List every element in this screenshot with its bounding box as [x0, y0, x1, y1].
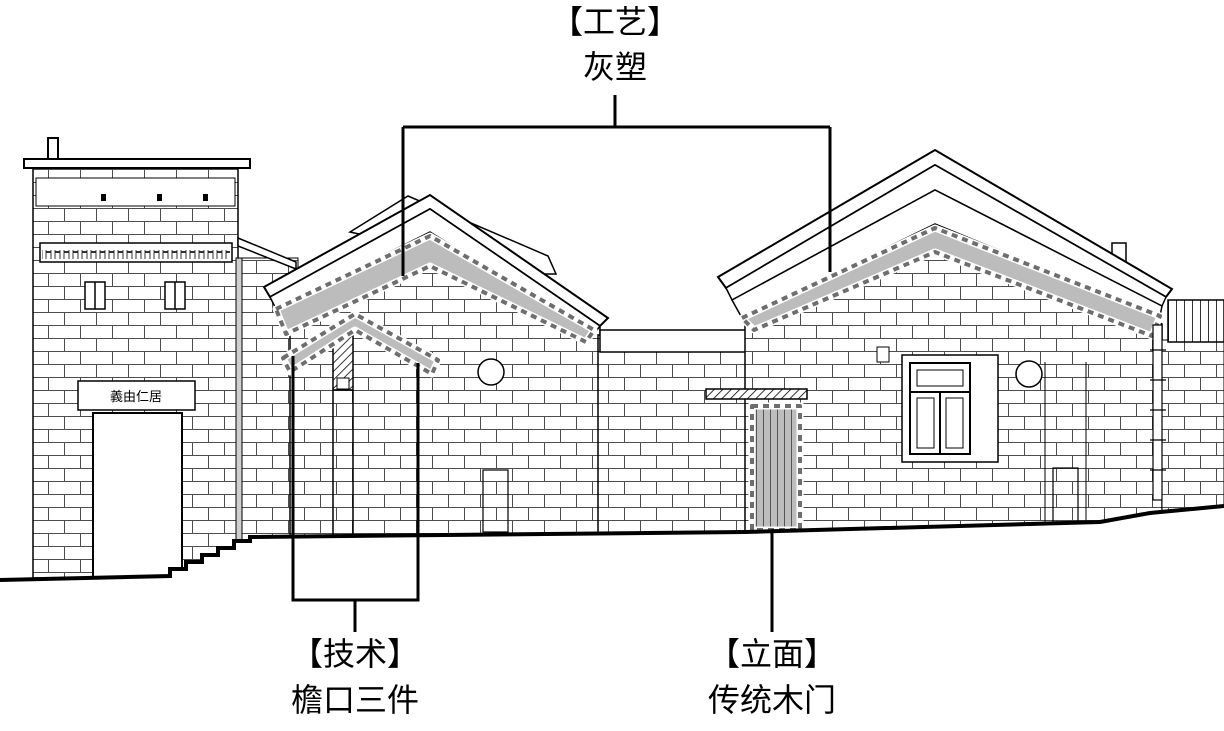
window-panes [916, 369, 964, 449]
tower-vent-marks [101, 194, 208, 201]
canopy-column-cap [336, 377, 350, 390]
tower-top-band [35, 177, 236, 207]
middle-wall [597, 334, 749, 536]
facade-item-label: 传统木门 [707, 681, 836, 719]
door-lintel [705, 388, 808, 400]
right-roof-tiles [1167, 299, 1224, 343]
tower-edge-strip [235, 257, 243, 541]
tower-cap [23, 158, 251, 169]
drainpipe [1152, 324, 1163, 501]
craft-leader-bracket [401, 95, 832, 276]
craft-category-label: 【工艺】 [550, 3, 679, 41]
tower-doorway [92, 412, 183, 579]
technique-category-label: 【技术】 [290, 635, 419, 673]
ground-mask [0, 506, 1224, 731]
middle-wall-coping [599, 329, 747, 353]
tower-vent-mark [203, 194, 208, 201]
facade-category-label: 【立面】 [707, 635, 836, 673]
wooden-door-outline [750, 404, 802, 532]
round-vent-left [477, 358, 505, 386]
technique-leader-bracket [291, 356, 420, 632]
tower-eave-dentils [42, 250, 230, 259]
wooden-door [748, 402, 804, 534]
tower-plaque [77, 380, 196, 411]
tower-chimney [47, 137, 59, 160]
tower-vent-mark [101, 194, 106, 201]
ground-line [0, 504, 1224, 582]
small-plaque [876, 346, 890, 363]
right-wall [1161, 339, 1224, 513]
tower-vent-mark [157, 194, 162, 201]
house-2-huisu-band-outline [740, 226, 1162, 338]
pilaster-right [1044, 362, 1087, 522]
small-opening-left [482, 469, 509, 533]
craft-item-label: 灰塑 [582, 48, 647, 86]
drainpipe-brackets [1150, 349, 1166, 471]
tower-plaque-text: 義由仁居 [110, 389, 162, 405]
technique-item-label: 檐口三件 [290, 681, 419, 719]
round-vent-right [1015, 360, 1043, 388]
house-1-huisu-band-outline [274, 234, 596, 344]
window-mullions [910, 391, 970, 454]
